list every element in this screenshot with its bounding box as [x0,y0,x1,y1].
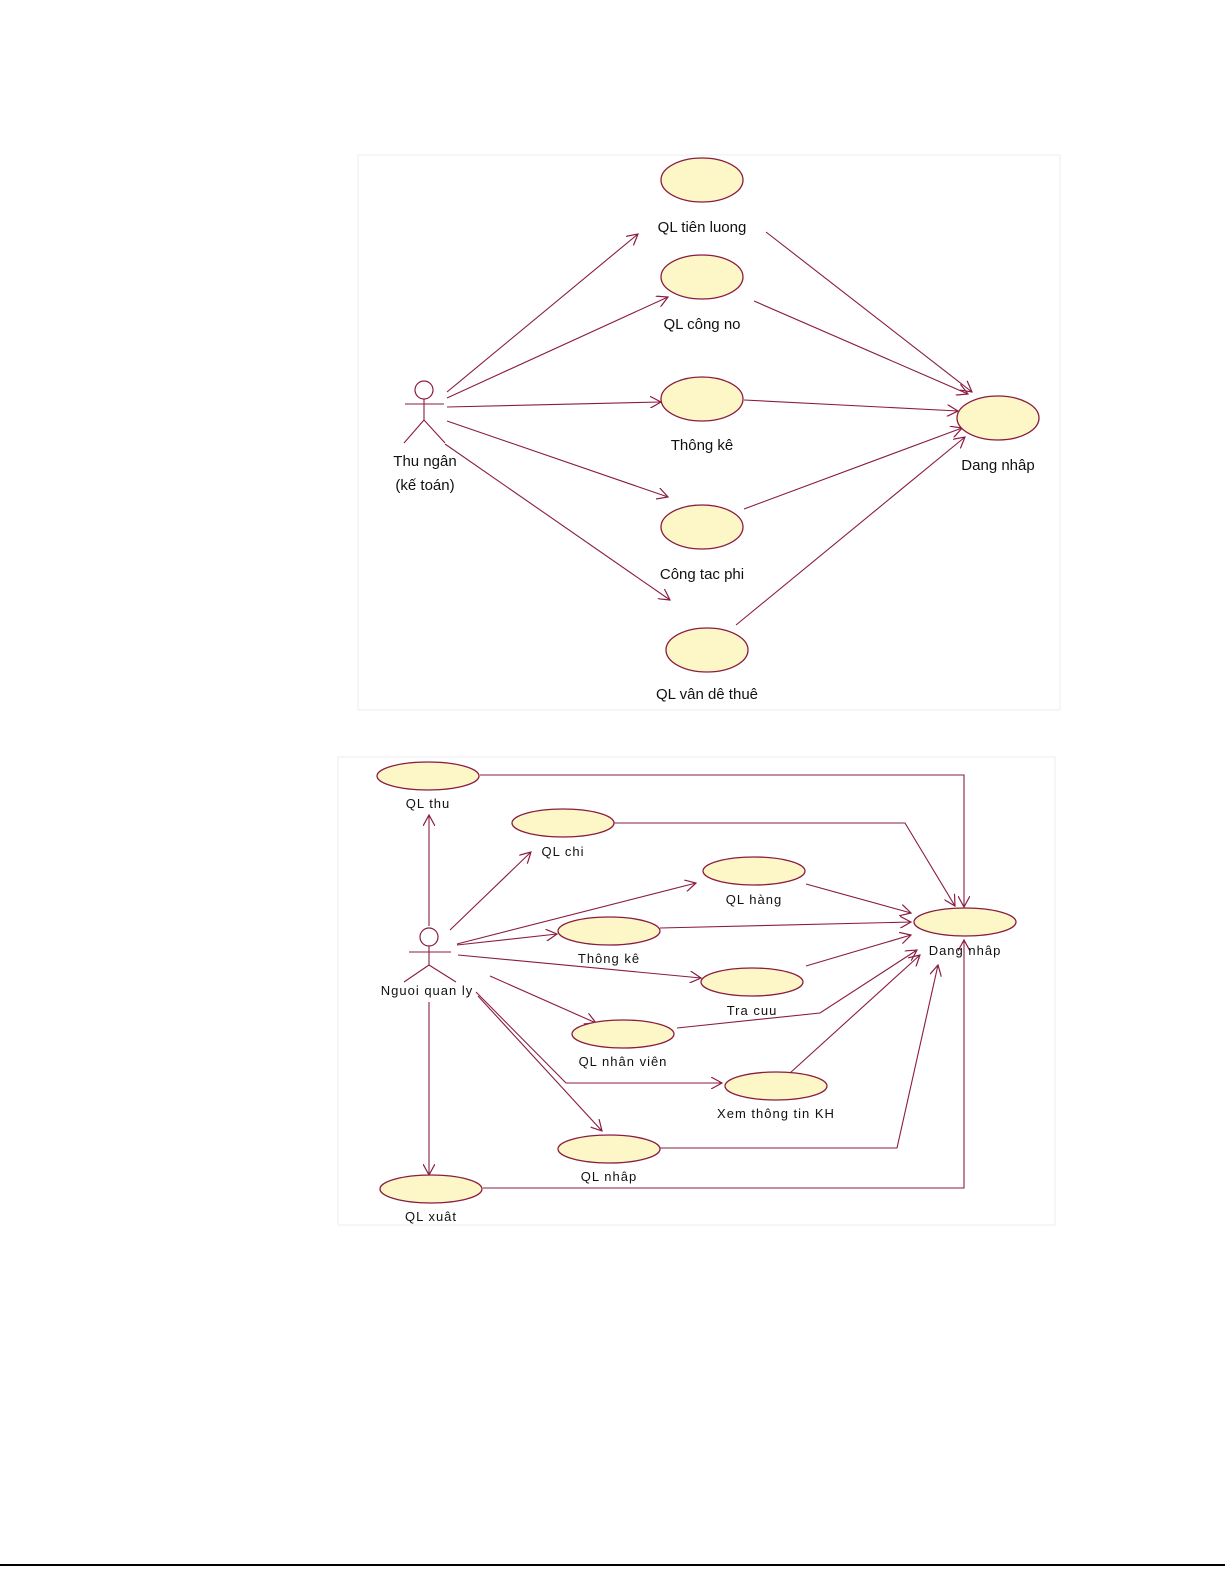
include-line [805,883,911,913]
page-bottom-rule [0,1564,1225,1566]
use-case-label: QL công no [664,316,741,333]
use-case-ql-hang[interactable]: QL hàng [702,856,806,907]
use-case-ql-chi[interactable]: QL chi [511,808,615,859]
use-case-label: QL chi [541,844,584,859]
actor-body-icon [403,399,446,444]
include-line [743,399,958,411]
use-case-label: Xem thông tin KH [717,1106,835,1121]
association-line [489,975,596,1023]
use-case-dang-nhap[interactable]: Dang nhâp [913,907,1017,958]
include-line [735,437,965,626]
association-line [446,402,661,407]
use-case-label: QL hàng [726,892,782,907]
use-case-label: QL tiên luong [658,219,747,236]
use-case-label: QL thu [406,796,451,811]
actor-label: Nguoi quan ly [381,983,474,998]
include-line [613,822,955,906]
include-line [676,950,917,1029]
use-case-thong-ke[interactable]: Thông kê [557,916,661,966]
use-case-label: Công tac phi [660,566,744,583]
use-case-ql-nhan-vien[interactable]: QL nhân viên [571,1019,675,1069]
use-case-ql-van-de-thue[interactable]: QL vân dê thuê [656,627,758,703]
use-case-tra-cuu[interactable]: Tra cuu [700,967,804,1018]
diagram-manager: Nguoi quan ly QL thu [337,756,1056,1226]
include-line [660,965,938,1149]
association-line [477,995,602,1131]
actor-cashier: Thu ngân (kế toán) [393,380,457,494]
use-case-ql-thu[interactable]: QL thu [376,761,480,811]
association-line [456,934,557,946]
associations [429,774,964,1189]
include-line [805,935,911,967]
use-case-ql-nhap[interactable]: QL nhâp [557,1134,661,1184]
use-case-dang-nhap[interactable]: Dang nhâp [956,395,1040,474]
use-case-label: QL xuât [405,1209,457,1224]
diagram-frame [357,154,1061,711]
use-case-label: Dang nhâp [929,943,1002,958]
include-line [765,231,972,392]
use-case-label: Thông kê [671,437,734,454]
association-line [446,297,668,399]
association-line [446,234,638,393]
actor-head-icon [419,927,439,947]
include-line [483,940,964,1189]
use-case-label: QL nhân viên [579,1054,668,1069]
association-line [449,852,531,931]
use-case-cong-tac-phi[interactable]: Công tac phi [660,504,744,583]
association-line [475,991,722,1083]
include-line [659,922,911,929]
include-line [789,955,920,1074]
use-case-label: Tra cuu [727,1003,778,1018]
use-case-ql-tien-luong[interactable]: QL tiên luong [658,157,747,236]
use-case-label: QL vân dê thuê [656,686,758,703]
actor-head-icon [414,380,434,400]
use-case-xem-thong-tin-kh[interactable]: Xem thông tin KH [717,1071,835,1121]
association-line [446,420,668,497]
diagram-cashier: Thu ngân (kế toán) QL tiên luong QL công… [357,154,1061,711]
include-line [753,300,968,394]
associations [444,231,972,626]
actor-label-role: (kế toán) [395,477,454,494]
use-case-ql-cong-no[interactable]: QL công no [660,254,744,333]
diagram-frame [337,756,1056,1226]
actor-body-icon [403,946,457,983]
include-line [743,428,962,510]
use-case-label: Thông kê [578,951,640,966]
use-case-thong-ke[interactable]: Thông kê [660,376,744,454]
association-line [457,954,701,978]
actor-manager: Nguoi quan ly [381,927,474,998]
use-case-label: QL nhâp [581,1169,637,1184]
use-case-ql-xuat[interactable]: QL xuât [379,1174,483,1224]
association-line [456,883,696,945]
use-case-label: Dang nhâp [961,457,1034,474]
include-line [480,774,964,907]
association-line [444,443,670,600]
actor-label: Thu ngân [393,453,456,470]
